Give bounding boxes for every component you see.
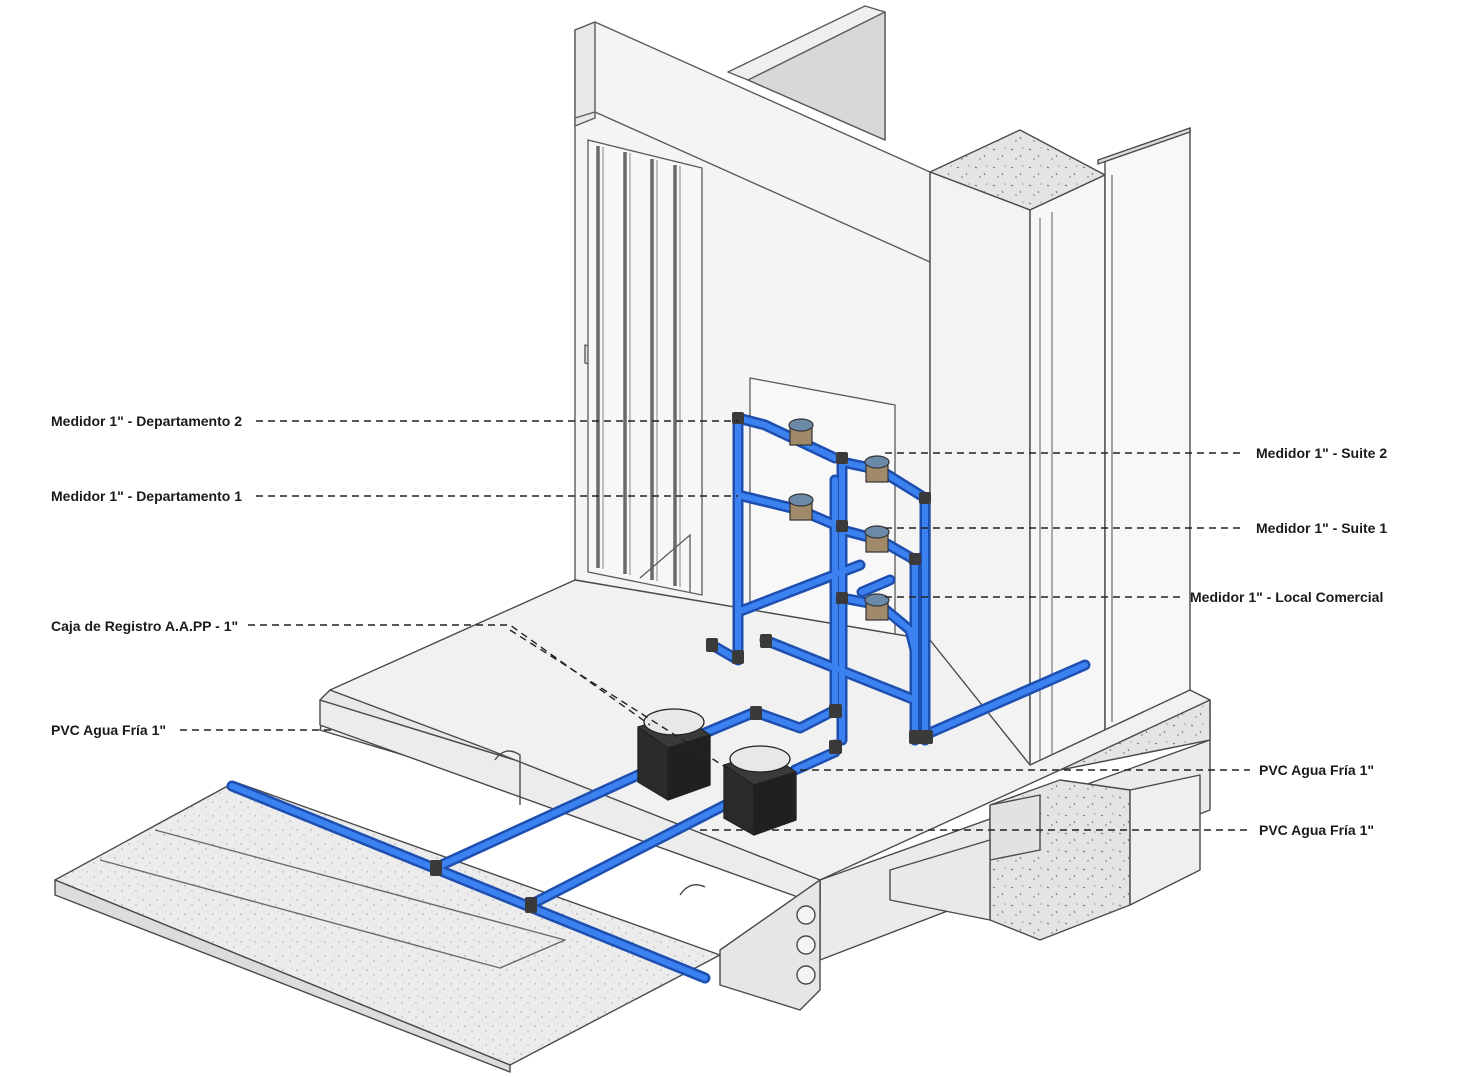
registry-boxes [637, 708, 797, 836]
meter-suite-2 [864, 455, 890, 483]
registry-box-2 [723, 745, 797, 836]
label-pvc-agua-fria-left: PVC Agua Fría 1" [51, 722, 167, 738]
leader-caja-2 [509, 629, 731, 771]
label-medidor-suite-2: Medidor 1" - Suite 2 [1256, 445, 1388, 461]
water-meters [788, 418, 890, 621]
label-medidor-suite-1: Medidor 1" - Suite 1 [1256, 520, 1388, 536]
label-pvc-agua-fria-right-2: PVC Agua Fría 1" [1259, 822, 1375, 838]
label-medidor-departamento-1: Medidor 1" - Departamento 1 [51, 488, 243, 504]
concrete-column [929, 127, 1191, 766]
label-medidor-local-comercial: Medidor 1" - Local Comercial [1190, 589, 1384, 605]
meter-suite-1 [864, 525, 890, 553]
pipe-fittings [430, 412, 933, 913]
meter-departamento-1 [788, 493, 814, 521]
label-caja-registro: Caja de Registro A.A.PP - 1" [51, 618, 239, 634]
leader-lines [180, 420, 1250, 831]
registry-box-1 [637, 708, 711, 801]
meter-departamento-2 [788, 418, 814, 446]
floor-slab [319, 579, 1211, 961]
leader-caja-1 [248, 624, 651, 726]
label-pvc-agua-fria-right-1: PVC Agua Fría 1" [1259, 762, 1375, 778]
street-pavement [54, 781, 721, 1073]
barred-window [587, 139, 703, 596]
meter-local-comercial [864, 593, 890, 621]
label-medidor-departamento-2: Medidor 1" - Departamento 2 [51, 413, 243, 429]
